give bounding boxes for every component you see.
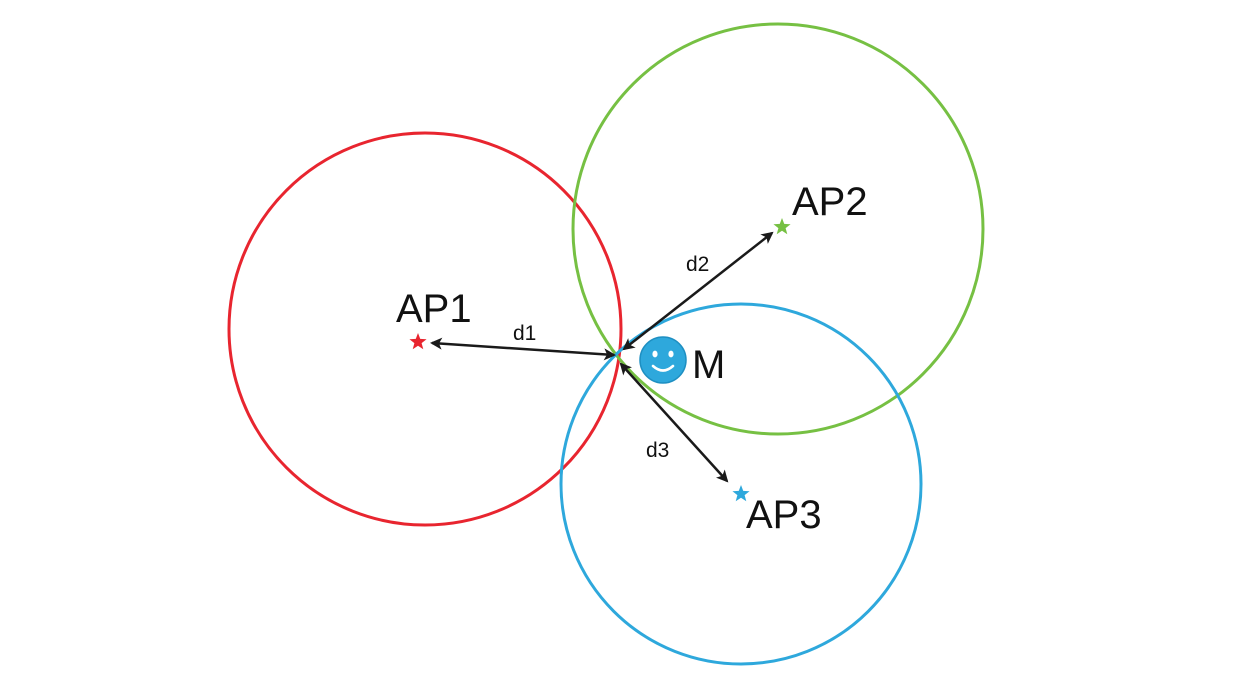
d1-label: d1 [513, 322, 536, 345]
ap2-label: AP2 [792, 180, 868, 224]
ap1-star-icon [409, 333, 427, 350]
ap2-range-circle [571, 22, 985, 436]
d2-arrow [622, 231, 774, 351]
ap2-star-icon [773, 218, 791, 235]
ap1-label: AP1 [396, 287, 472, 331]
d2-label: d2 [686, 253, 709, 276]
d3-label: d3 [646, 439, 669, 462]
ap1-range-circle [227, 131, 623, 527]
smiley-face-icon [639, 336, 687, 384]
ap3-range-circle [559, 302, 923, 666]
d3-arrow [619, 362, 729, 483]
ap3-label: AP3 [746, 493, 822, 537]
ap3-star-icon [732, 485, 750, 502]
device-label: M [692, 343, 725, 387]
d1-arrow [430, 337, 616, 361]
